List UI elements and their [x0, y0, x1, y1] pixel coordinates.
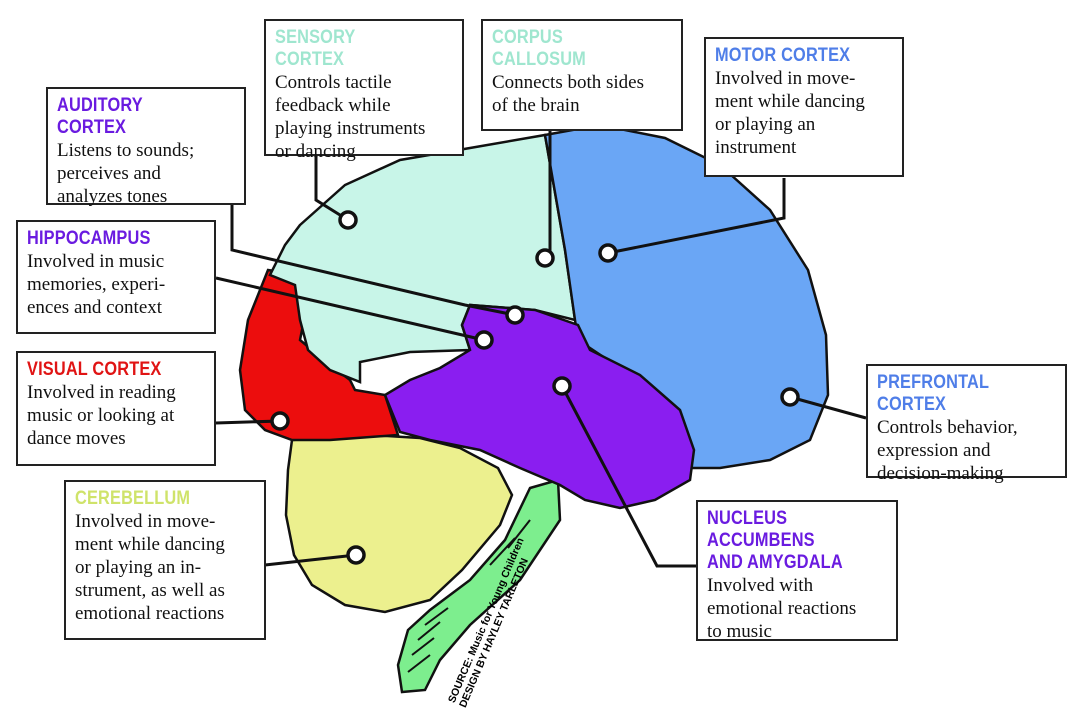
- auditory-cortex-title: AUDITORY CORTEX: [57, 95, 143, 138]
- region-markers: [270, 210, 800, 565]
- connector-motor: [607, 178, 786, 255]
- hippocampus-description: Involved in music memories, experi- ence…: [27, 251, 166, 318]
- connector-visual: [215, 419, 281, 425]
- auditory-cortex-label: AUDITORY CORTEX Listens to sounds; perce…: [46, 87, 246, 207]
- visual-cortex-label: VISUAL CORTEX Involved in reading music …: [16, 351, 216, 466]
- visual-cortex-title: VISUAL CORTEX: [27, 359, 162, 380]
- corpus-callosum-label: CORPUS CALLOSUM Connects both sides of t…: [481, 19, 683, 131]
- connector-cerebellum: [264, 553, 357, 567]
- marker-visual: [270, 411, 290, 431]
- auditory-cortex-description: Listens to sounds; perceives and analyze…: [57, 140, 195, 207]
- marker-corpus: [535, 248, 555, 268]
- cerebellum-title: CEREBELLUM: [75, 488, 191, 509]
- connector-auditory: [230, 205, 516, 317]
- nucleus-accumbens-amygdala-title: NUCLEUS ACCUMBENS AND AMYGDALA: [707, 508, 843, 573]
- sensory-cortex-title: SENSORY CORTEX: [275, 27, 356, 70]
- motor-cortex-description: Involved in move- ment while dancing or …: [715, 68, 865, 158]
- marker-hippocampus: [474, 330, 494, 350]
- hippocampus-label: HIPPOCAMPUS Involved in music memories, …: [16, 220, 216, 334]
- motor-cortex-label: MOTOR CORTEX Involved in move- ment whil…: [704, 37, 904, 177]
- marker-motor: [598, 243, 618, 263]
- connector-lines: [215, 130, 867, 568]
- marker-prefrontal: [780, 387, 800, 407]
- cerebellum-description: Involved in move- ment while dancing or …: [75, 511, 225, 624]
- corpus-callosum-title: CORPUS CALLOSUM: [492, 27, 586, 70]
- marker-auditory: [505, 305, 525, 325]
- sensory-cortex-label: SENSORY CORTEX Controls tactile feedback…: [264, 19, 464, 162]
- prefrontal-cortex-title: PREFRONTAL CORTEX: [877, 372, 989, 415]
- prefrontal-cortex-description: Controls behavior, expression and decisi…: [877, 417, 1018, 484]
- brain-stem-ridges: [407, 519, 531, 673]
- motor-cortex-title: MOTOR CORTEX: [715, 45, 851, 66]
- hippocampus-title: HIPPOCAMPUS: [27, 228, 151, 249]
- sensory-cortex-description: Controls tactile feedback while playing …: [275, 72, 426, 162]
- nucleus-accumbens-amygdala-label: NUCLEUS ACCUMBENS AND AMYGDALA Involved …: [696, 500, 898, 642]
- marker-nucleus: [552, 376, 572, 396]
- marker-sensory: [338, 210, 358, 230]
- visual-cortex-description: Involved in reading music or looking at …: [27, 382, 176, 449]
- limbic-region: [383, 303, 696, 510]
- marker-cerebellum: [346, 545, 366, 565]
- connector-prefrontal: [789, 395, 867, 420]
- cerebellum-label: CEREBELLUM Involved in move- ment while …: [64, 480, 266, 640]
- corpus-callosum-description: Connects both sides of the brain: [492, 72, 644, 116]
- connector-hippocampus: [215, 276, 485, 342]
- connector-nucleus: [560, 385, 698, 568]
- prefrontal-cortex-label: PREFRONTAL CORTEX Controls behavior, exp…: [866, 364, 1067, 484]
- nucleus-accumbens-amygdala-description: Involved with emotional reactions to mus…: [707, 575, 857, 642]
- connector-sensory: [314, 155, 349, 222]
